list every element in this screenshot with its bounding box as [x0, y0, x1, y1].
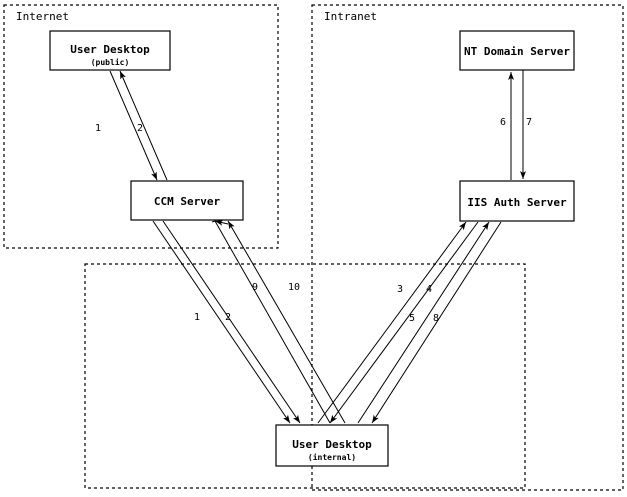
flow-label-9: 9 [252, 282, 258, 293]
flow-label-5: 5 [409, 313, 415, 324]
flow-arrow-3-internal-to-iis [317, 221, 467, 424]
flow-label-7: 7 [526, 117, 532, 128]
flow-label-8: 8 [433, 313, 439, 324]
node-box-ccm-server[interactable] [130, 180, 244, 221]
node-nt-domain-server[interactable]: NT Domain Server [459, 30, 575, 71]
node-title-user-desktop-internal: User Desktop [292, 438, 372, 451]
node-box-iis-auth-server[interactable] [459, 180, 575, 222]
flow-arrow-9-into-ccm [214, 219, 229, 226]
node-user-desktop-public[interactable]: User Desktop (public) [49, 30, 171, 71]
node-title-iis-auth-server: IIS Auth Server [467, 196, 567, 209]
flow-label-6: 6 [500, 117, 506, 128]
flow-arrow-8-iis-to-internal [371, 221, 502, 424]
node-title-nt-domain-server: NT Domain Server [464, 45, 570, 58]
flow-public-desktop-ccm [109, 70, 168, 181]
flow-ccm-internal-desktop-down [152, 220, 301, 424]
flow-internal-desktop-ccm-up [211, 219, 346, 424]
flow-line-9-internal-to-ccm [214, 220, 331, 424]
node-title-ccm-server: CCM Server [154, 195, 221, 208]
node-user-desktop-internal[interactable]: User Desktop (internal) [275, 424, 389, 467]
flow-label-3: 3 [397, 284, 403, 295]
zone-intranet-box [311, 4, 624, 491]
node-box-nt-domain-server[interactable] [459, 30, 575, 71]
flow-arrow-2-ccm-to-public [119, 70, 168, 181]
flow-iis-nt-domain [508, 70, 526, 180]
flow-label-2-public: 2 [137, 123, 143, 134]
flow-arrow-10-internal-to-ccm [227, 220, 346, 424]
node-subtitle-user-desktop-public: (public) [91, 57, 130, 67]
flow-arrow-1-public-to-ccm [109, 70, 158, 181]
flow-arrow-1-ccm-to-internal [152, 220, 291, 424]
flow-label-2-internal: 2 [225, 312, 231, 323]
flow-label-10: 10 [288, 282, 300, 293]
zone-label-intranet: Intranet [324, 10, 377, 23]
flow-internal-desktop-iis [317, 221, 502, 424]
node-iis-auth-server[interactable]: IIS Auth Server [459, 180, 575, 222]
flow-arrow-4-iis-to-internal [329, 221, 479, 424]
node-ccm-server[interactable]: CCM Server [130, 180, 244, 221]
flow-label-1-public: 1 [95, 123, 101, 134]
flow-label-4: 4 [426, 284, 432, 295]
flow-label-1-internal: 1 [194, 312, 200, 323]
node-title-user-desktop-public: User Desktop [70, 43, 150, 56]
node-subtitle-user-desktop-internal: (internal) [308, 452, 356, 462]
flow-tail-9 [211, 220, 216, 223]
flow-arrow-2-ccm-to-internal [162, 220, 301, 424]
zone-label-internet: Internet [16, 10, 69, 23]
zone-internet-box [3, 4, 279, 249]
flow-arrow-5-internal-to-iis [357, 221, 490, 424]
node-box-user-desktop-public[interactable] [49, 30, 171, 71]
node-box-user-desktop-internal[interactable] [275, 424, 389, 467]
zone-internal-lan-box [84, 263, 526, 489]
